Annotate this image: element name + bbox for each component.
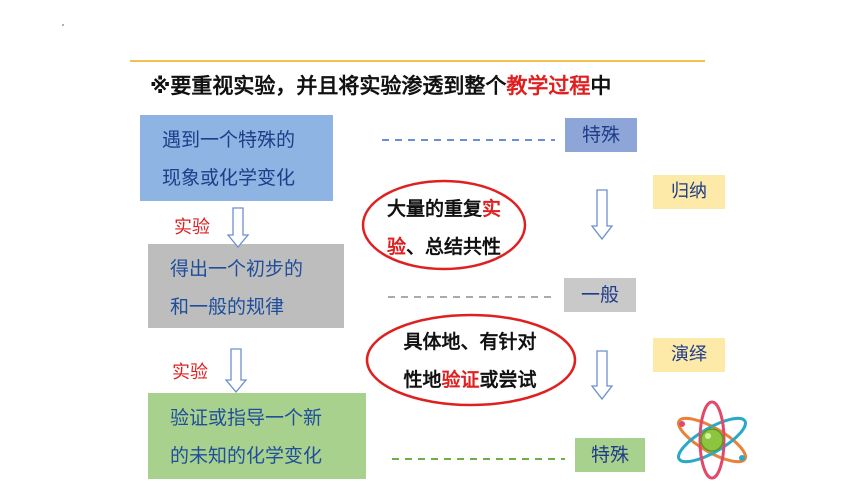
ellipse-2-line-2b: 验证: [441, 369, 480, 391]
page-title: ※要重视实验，并且将实验渗透到整个教学过程中: [150, 70, 611, 100]
step-1-line-1: 遇到一个特殊的: [162, 129, 296, 151]
title-suffix: 中: [590, 74, 612, 98]
ellipse-1-line-1b: 实: [482, 198, 502, 220]
ellipse-1-line-2b: 、总结共性: [406, 236, 502, 258]
experiment-label-1: 实验: [174, 217, 210, 238]
highlight-ellipse-2: [365, 313, 577, 407]
step-2-line-1: 得出一个初步的: [170, 258, 304, 280]
step-box-3: 验证或指导一个新 的未知的化学变化: [148, 393, 366, 479]
step-box-1: 遇到一个特殊的 现象或化学变化: [140, 115, 333, 201]
step-3-line-2: 的未知的化学变化: [170, 445, 323, 467]
title-highlight: 教学过程: [506, 74, 591, 98]
tag-general: 一般: [564, 278, 636, 312]
down-arrow-icon: [590, 189, 614, 241]
step-3-line-1: 验证或指导一个新: [170, 407, 323, 429]
step-2-line-2: 和一般的规律: [170, 296, 285, 318]
step-1-line-2: 现象或化学变化: [162, 167, 296, 189]
ellipse-1-text: 大量的重复实 验、总结共性: [366, 190, 522, 266]
ellipse-2-text: 具体地、有针对 性地验证或尝试: [380, 323, 560, 399]
title-text: ※要重视实验，并且将实验渗透到整个: [150, 74, 507, 98]
induction-label: 归纳: [653, 175, 725, 209]
highlight-ellipse-1: [361, 179, 527, 271]
ellipse-1-line-1a: 大量的重复: [386, 198, 482, 220]
ellipse-2-line-2c: 或尝试: [479, 369, 537, 391]
tag-special-top: 特殊: [565, 118, 637, 152]
atom-icon: [677, 400, 747, 480]
down-arrow-icon: [224, 348, 248, 394]
down-arrow-icon: [590, 350, 614, 401]
down-arrow-icon: [226, 207, 250, 249]
experiment-label-2: 实验: [172, 362, 208, 383]
deduction-label: 演绎: [653, 338, 725, 372]
decorative-dot: [62, 24, 64, 26]
ellipse-1-line-2a: 验: [386, 236, 406, 258]
ellipse-2-line-2a: 性地: [403, 369, 442, 391]
tag-special-bottom: 特殊: [575, 438, 645, 472]
step-box-2: 得出一个初步的 和一般的规律: [148, 244, 344, 328]
header-rule: [130, 60, 705, 62]
ellipse-2-line-1: 具体地、有针对: [403, 331, 537, 353]
